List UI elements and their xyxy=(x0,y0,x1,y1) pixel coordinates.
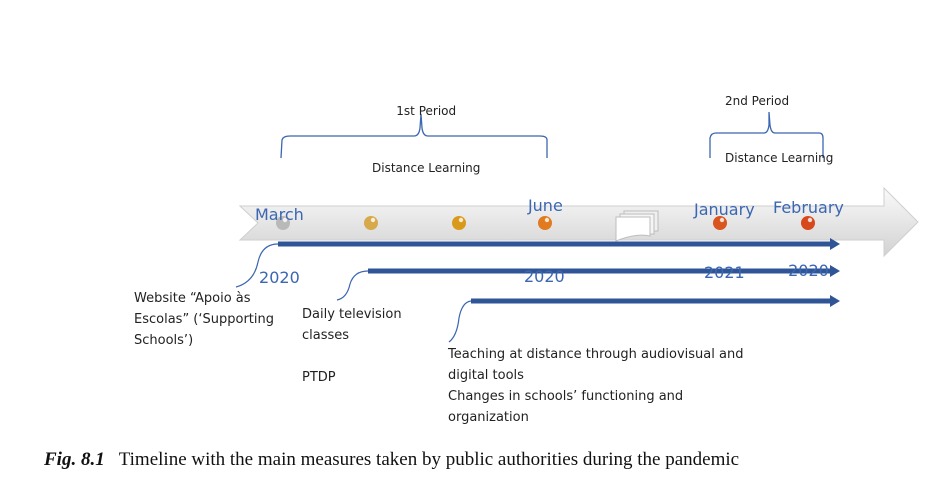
marker-highlight xyxy=(544,217,550,223)
marker-highlight xyxy=(458,217,464,223)
arrowhead-teaching xyxy=(830,295,840,307)
connector-website xyxy=(235,243,279,288)
figure-number: Fig. 8.1 xyxy=(44,449,105,470)
period-2-line2: Distance Learning xyxy=(725,151,834,165)
brace-2nd-period xyxy=(709,111,824,158)
period-1-label: 1st Period Distance Learning xyxy=(372,64,480,197)
date-march-2020: March 2020 xyxy=(255,162,304,309)
figure-caption: Fig. 8.1 Timeline with the main measures … xyxy=(44,449,739,471)
marker-highlight xyxy=(370,217,376,223)
date-year: 2020 xyxy=(524,267,565,286)
marker-highlight xyxy=(282,217,288,223)
date-year: 2021 xyxy=(703,263,745,282)
date-year: 2020 xyxy=(788,261,829,280)
date-month: January xyxy=(694,200,755,219)
period-1-line2: Distance Learning xyxy=(372,161,481,175)
date-month: June xyxy=(527,196,563,215)
brace-1st-period xyxy=(280,113,548,159)
arrowhead-television xyxy=(830,265,840,277)
caption-text: Timeline with the main measures taken by… xyxy=(118,449,740,470)
measure-label-television: Daily television classes PTDP xyxy=(302,307,402,385)
measure-label-website: Website “Apoio às Escolas” (‘Supporting … xyxy=(134,291,275,348)
period-2-label: 2nd Period Distance Learning xyxy=(725,54,833,187)
connector-teaching xyxy=(448,300,472,343)
arrowhead-website xyxy=(830,238,840,250)
date-february-2020: February 2020 xyxy=(773,155,844,302)
connector-television xyxy=(336,270,369,301)
marker-2-icon xyxy=(364,216,378,230)
marker-3-icon xyxy=(452,216,466,230)
date-january-2021: January 2021 xyxy=(694,157,755,304)
timeline-arrow xyxy=(238,186,919,258)
date-month: February xyxy=(773,198,844,217)
date-year: 2020 xyxy=(259,268,300,287)
document-stack-icon xyxy=(615,210,659,242)
date-june-2020: June 2020 xyxy=(524,153,565,308)
date-month: March xyxy=(255,205,304,224)
marker-highlight xyxy=(719,217,725,223)
measure-label-teaching: Teaching at distance through audiovisual… xyxy=(448,347,744,425)
period-1-line1: 1st Period xyxy=(396,104,457,118)
marker-highlight xyxy=(807,217,813,223)
period-2-line1: 2nd Period xyxy=(725,94,790,108)
